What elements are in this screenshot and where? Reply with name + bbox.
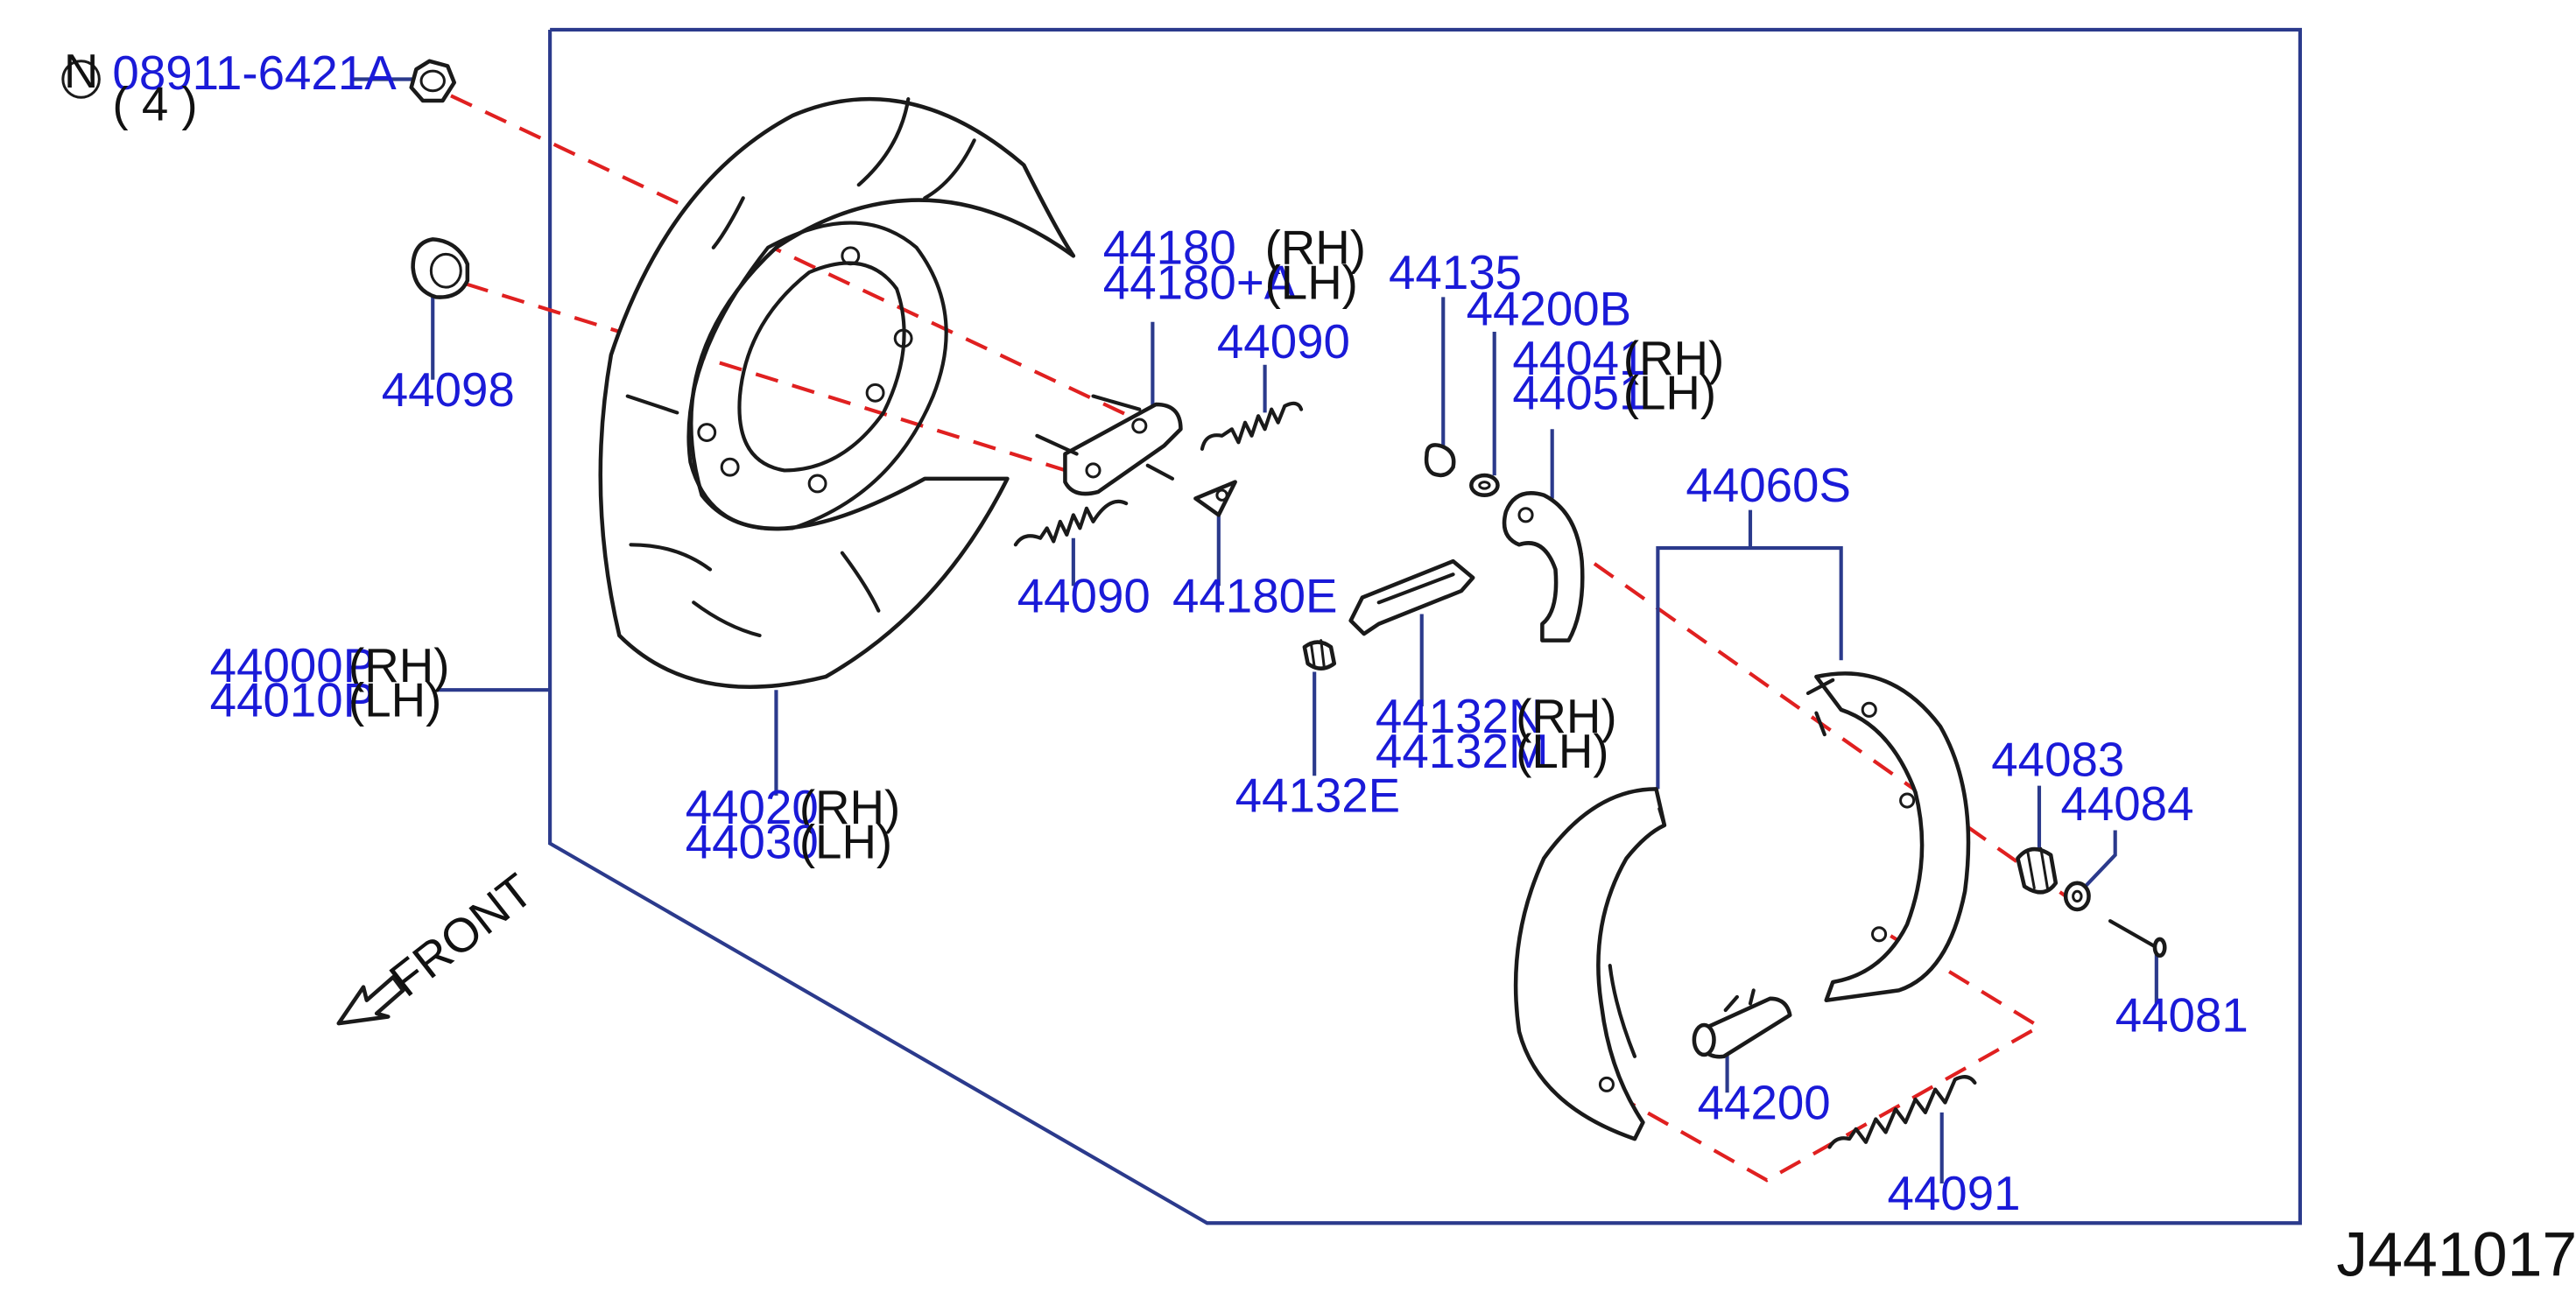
label-44090-lower[interactable]: 44090 <box>1017 569 1151 623</box>
reference-code: J441017T <box>2336 1220 2576 1290</box>
label-44081[interactable]: 44081 <box>2115 988 2249 1043</box>
circle-n-letter: N <box>64 44 98 98</box>
brake-shoe-right-icon <box>1805 671 1971 1002</box>
strut-bar-icon <box>1348 558 1475 636</box>
label-44180A-side: (LH) <box>1265 255 1358 309</box>
spring-upper-icon <box>1200 401 1304 451</box>
front-label: FRONT <box>379 862 543 1007</box>
label-44132E[interactable]: 44132E <box>1235 769 1401 823</box>
circle-n-icon <box>61 60 101 99</box>
spring-lower-icon <box>1013 499 1129 547</box>
label-44010P-side: (LH) <box>348 672 441 727</box>
label-44020[interactable]: 44020 <box>686 780 819 834</box>
label-44091[interactable]: 44091 <box>1887 1166 2020 1220</box>
nut-quantity: ( 4 ) <box>112 77 197 131</box>
label-44041[interactable]: 44041 <box>1512 331 1645 385</box>
hex-nut-icon <box>409 59 457 103</box>
label-44180A[interactable]: 44180+A <box>1103 255 1297 309</box>
label-44132M[interactable]: 44132M <box>1376 724 1549 778</box>
retainer-cup-icon <box>2063 881 2091 912</box>
assembly-dashed-lines <box>450 94 2072 1183</box>
strut-spring-icon <box>1302 639 1337 671</box>
backing-plate-icon <box>598 96 1076 689</box>
label-44051-side: (LH) <box>1623 366 1716 420</box>
assembly-frame <box>548 27 2302 1225</box>
label-44000P-side: (RH) <box>348 638 449 692</box>
label-44132M-side: (LH) <box>1516 724 1608 778</box>
label-44180E[interactable]: 44180E <box>1172 569 1338 623</box>
part-labels: 44098 44000P (RH) 44010P (LH) 44020 (RH)… <box>210 221 2249 1220</box>
brake-shoe-left-icon <box>1513 787 1667 1141</box>
label-44090-upper[interactable]: 44090 <box>1217 314 1350 369</box>
label-44020-side: (RH) <box>799 780 900 834</box>
label-44200B[interactable]: 44200B <box>1467 281 1632 335</box>
label-44051[interactable]: 44051 <box>1512 366 1645 420</box>
front-arrow-icon <box>336 975 405 1026</box>
wheel-cylinder-icon <box>1692 988 1792 1059</box>
label-44132N[interactable]: 44132N <box>1376 689 1544 743</box>
return-spring-icon <box>1827 1075 1977 1149</box>
leader-lines <box>349 77 2158 1184</box>
label-44030[interactable]: 44030 <box>686 815 819 869</box>
label-44030-side: (LH) <box>799 815 892 869</box>
label-44084[interactable]: 44084 <box>2060 776 2193 831</box>
label-44083[interactable]: 44083 <box>1991 732 2124 786</box>
adjuster-plate-icon <box>1193 480 1237 517</box>
nut-callout: N 08911-6421A ( 4 ) <box>61 44 397 131</box>
adjuster-assembly-icon <box>1035 394 1183 496</box>
washer-icon <box>1469 473 1500 497</box>
label-44180[interactable]: 44180 <box>1103 221 1236 275</box>
nut-part-number[interactable]: 08911-6421A <box>112 46 397 100</box>
label-44200[interactable]: 44200 <box>1698 1075 1831 1129</box>
hold-down-pin-icon <box>2108 919 2167 958</box>
label-44041-side: (RH) <box>1623 331 1724 385</box>
parking-lever-icon <box>1502 491 1585 642</box>
label-44098[interactable]: 44098 <box>382 362 515 417</box>
hold-down-spring-icon <box>2016 846 2059 895</box>
label-44180-side: (RH) <box>1265 221 1366 275</box>
grommet-icon <box>411 237 470 299</box>
label-44060S[interactable]: 44060S <box>1686 458 1851 512</box>
label-44000P[interactable]: 44000P <box>210 638 376 692</box>
retaining-clip-icon <box>1424 443 1456 478</box>
label-44132N-side: (RH) <box>1516 689 1616 743</box>
label-44135[interactable]: 44135 <box>1389 245 1522 299</box>
label-44010P[interactable]: 44010P <box>210 672 376 727</box>
